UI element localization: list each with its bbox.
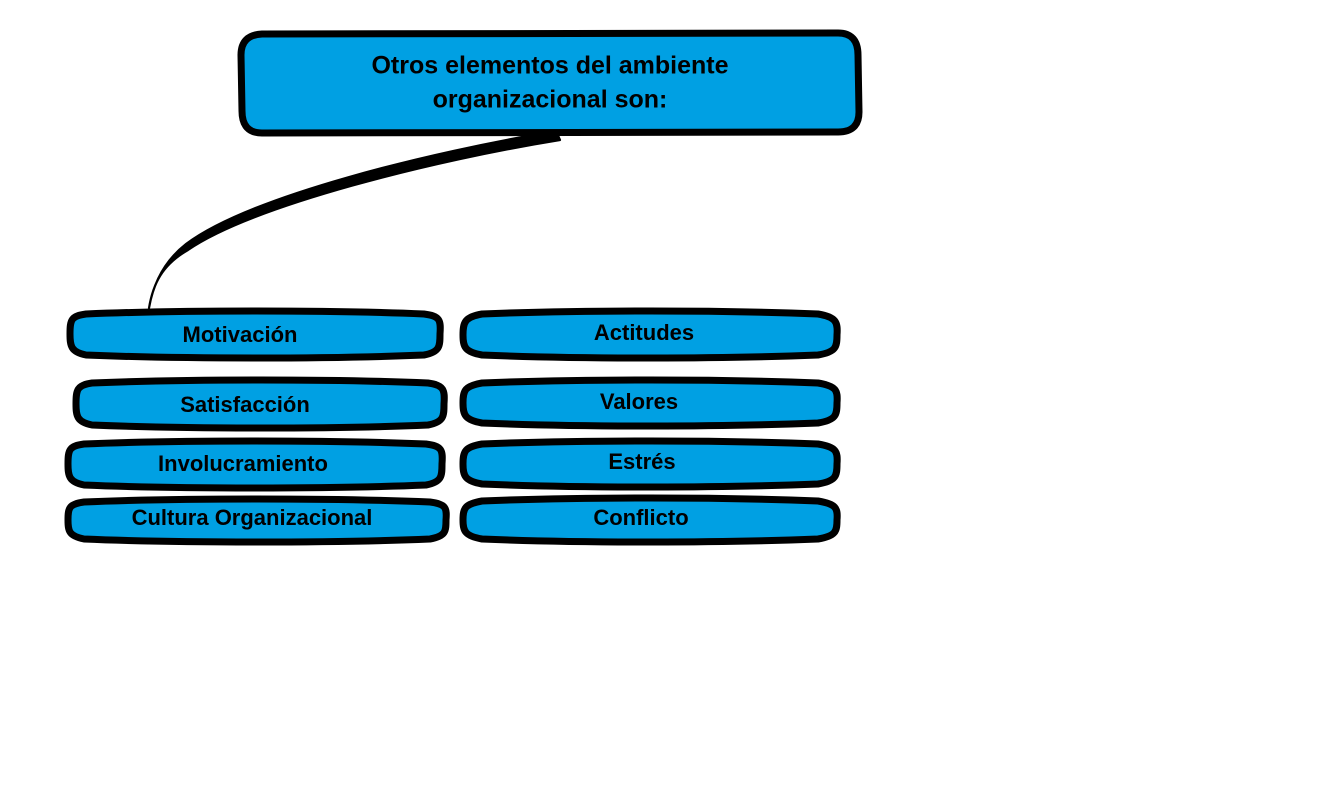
node-satisfaccion[interactable]: Satisfacción bbox=[72, 376, 448, 432]
estres-shape bbox=[459, 437, 841, 491]
involucramiento-label: Involucramiento bbox=[158, 451, 328, 476]
node-cultura-organizacional[interactable]: Cultura Organizacional bbox=[64, 495, 450, 546]
connector-root-to-children bbox=[147, 129, 562, 310]
title-node-line2: organizacional son: bbox=[433, 86, 668, 114]
node-motivacion[interactable]: Motivación bbox=[66, 307, 444, 362]
node-actitudes[interactable]: Actitudes bbox=[459, 307, 841, 362]
node-involucramiento[interactable]: Involucramiento bbox=[64, 437, 446, 492]
motivacion-shape bbox=[66, 307, 444, 362]
cultura-organizacional-label: Cultura Organizacional bbox=[132, 505, 373, 530]
estres-label: Estrés bbox=[608, 449, 675, 474]
actitudes-shape bbox=[459, 307, 841, 362]
node-title[interactable]: Otros elementos del ambiente organizacio… bbox=[237, 29, 863, 137]
title-node-line1: Otros elementos del ambiente bbox=[371, 52, 728, 80]
satisfaccion-shape bbox=[72, 376, 448, 432]
valores-shape bbox=[459, 376, 841, 430]
connector-curve-shape bbox=[147, 129, 562, 310]
cultura-organizacional-shape bbox=[64, 495, 450, 546]
involucramiento-shape bbox=[64, 437, 446, 492]
title-node-shape bbox=[237, 29, 863, 137]
conflicto-shape bbox=[459, 494, 841, 546]
node-conflicto[interactable]: Conflicto bbox=[459, 494, 841, 546]
motivacion-label: Motivación bbox=[183, 322, 298, 347]
node-valores[interactable]: Valores bbox=[459, 376, 841, 430]
node-estres[interactable]: Estrés bbox=[459, 437, 841, 491]
conflicto-label: Conflicto bbox=[593, 505, 688, 530]
actitudes-label: Actitudes bbox=[594, 320, 694, 345]
column-left: Motivación Satisfacción Involucramiento … bbox=[64, 307, 450, 546]
valores-label: Valores bbox=[600, 389, 678, 414]
column-right: Actitudes Valores Estrés Conflicto bbox=[459, 307, 841, 546]
satisfaccion-label: Satisfacción bbox=[180, 392, 310, 417]
